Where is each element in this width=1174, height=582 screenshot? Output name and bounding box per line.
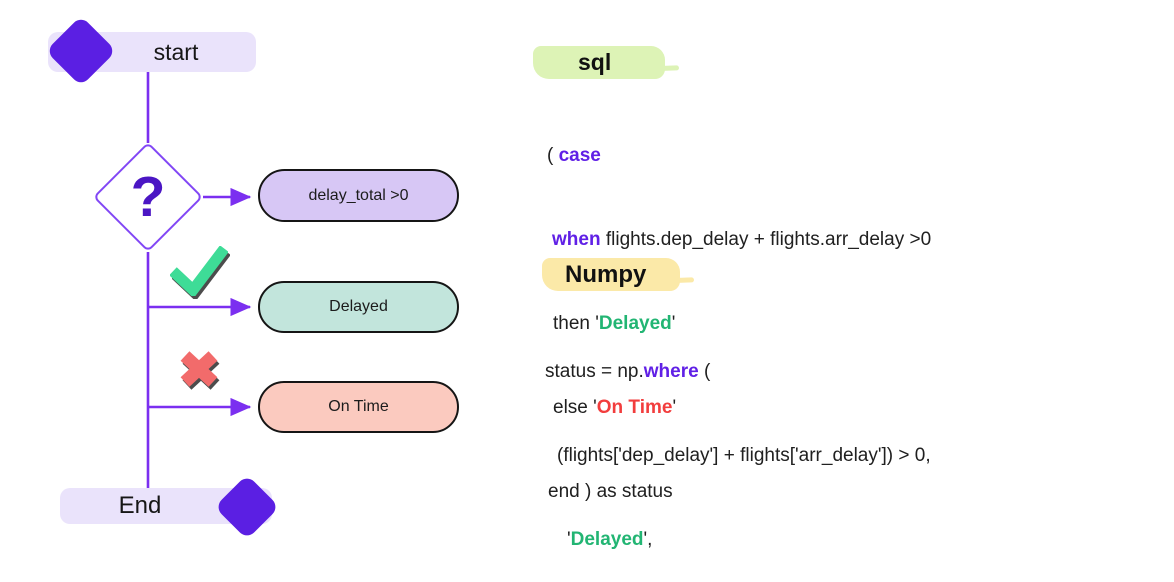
sql-l1-paren: ( xyxy=(547,145,559,166)
condition-pill: delay_total >0 xyxy=(258,169,459,222)
sql-l5-end-as-status: end ) as status xyxy=(548,481,673,502)
condition-label: delay_total >0 xyxy=(308,186,409,204)
sql-l3-then: then ' xyxy=(553,313,599,334)
check-icon xyxy=(170,246,228,296)
sql-panel-header: sql xyxy=(533,46,665,79)
numpy-l1-assignment: status = np. xyxy=(545,361,644,382)
cross-icon xyxy=(180,351,218,387)
sql-code-line: else 'On Time' xyxy=(545,394,931,422)
sql-l2-expression: flights.dep_delay + flights.arr_delay >0 xyxy=(600,229,932,250)
sql-code-block: ( case when flights.dep_delay + flights.… xyxy=(545,86,931,562)
numpy-l1-paren: ( xyxy=(698,361,711,382)
sql-code-line: end ) as status xyxy=(545,478,931,506)
numpy-code-line: 'Delayed', xyxy=(545,526,931,554)
numpy-code-line: (flights['dep_delay'] + flights['arr_del… xyxy=(545,442,931,470)
end-diamond-icon xyxy=(214,474,280,540)
sql-panel-title: sql xyxy=(578,49,612,75)
numpy-code-block: status = np.where ( (flights['dep_delay'… xyxy=(545,302,931,582)
numpy-l3-quote: ' xyxy=(567,529,571,550)
sql-l3-quote: ' xyxy=(671,313,676,334)
sql-keyword-when: when xyxy=(552,229,601,250)
start-diamond-icon xyxy=(45,15,117,87)
on-time-pill: On Time xyxy=(258,381,459,433)
sql-l4-else: else ' xyxy=(553,397,597,418)
sql-keyword-case: case xyxy=(558,145,601,166)
decision-label: ? xyxy=(130,164,166,229)
sql-code-line: when flights.dep_delay + flights.arr_del… xyxy=(545,226,931,254)
on-time-label: On Time xyxy=(328,398,389,415)
start-label: start xyxy=(153,38,199,65)
numpy-keyword-where: where xyxy=(643,361,699,382)
numpy-panel-title: Numpy xyxy=(565,260,647,288)
sql-string-delayed: Delayed xyxy=(598,313,672,334)
sql-string-on-time: On Time xyxy=(596,397,673,418)
sql-code-line: then 'Delayed' xyxy=(545,310,931,338)
numpy-panel-header: Numpy xyxy=(542,258,680,291)
delayed-label: Delayed xyxy=(329,298,388,315)
delayed-pill: Delayed xyxy=(258,281,459,333)
sql-code-line: ( case xyxy=(545,142,931,170)
numpy-string-delayed: Delayed xyxy=(570,529,644,550)
end-label: End xyxy=(118,492,162,519)
numpy-l2-expression: (flights['dep_delay'] + flights['arr_del… xyxy=(557,445,931,466)
numpy-l3-comma: ', xyxy=(643,529,653,550)
numpy-code-line: status = np.where ( xyxy=(545,358,931,386)
sql-l4-quote: ' xyxy=(672,397,677,418)
question-mark-icon: ? xyxy=(98,150,198,244)
